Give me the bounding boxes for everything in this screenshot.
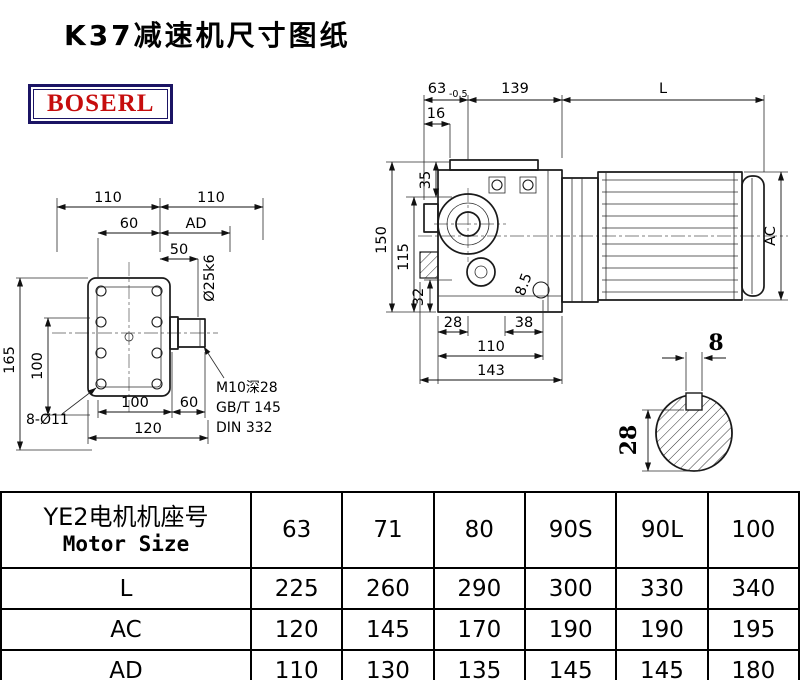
bolt-holes bbox=[95, 285, 163, 390]
value-cell: 195 bbox=[706, 608, 800, 651]
value-cell: 330 bbox=[615, 567, 709, 610]
dim-63-tolerance: -0.5 bbox=[449, 89, 468, 100]
brand-logo: BOSERL bbox=[28, 84, 174, 124]
dim-L: L bbox=[659, 81, 667, 97]
dim-28: 28 bbox=[444, 315, 462, 331]
side-view bbox=[418, 159, 788, 313]
motor-size-table: YE2电机机座号 Motor Size 63 71 80 90S 90L 100… bbox=[0, 491, 800, 680]
size-cell: 80 bbox=[432, 491, 526, 569]
motor-flange bbox=[561, 177, 599, 303]
front-view bbox=[52, 262, 218, 412]
value-cell: 170 bbox=[432, 608, 526, 651]
dim-150: 150 bbox=[374, 226, 390, 254]
row-label-cell: AD bbox=[0, 649, 252, 680]
dim-120: 120 bbox=[134, 421, 162, 437]
page-title: K37减速机尺寸图纸 bbox=[64, 19, 351, 52]
value-cell: 145 bbox=[341, 608, 435, 651]
dim-165: 165 bbox=[2, 346, 18, 374]
value-cell: 135 bbox=[432, 649, 526, 680]
dim-16: 16 bbox=[427, 106, 445, 122]
label-bolt-holes: 8-Ø11 bbox=[26, 412, 69, 428]
dim-32: 32 bbox=[411, 288, 427, 306]
technical-drawing: 110 110 60 AD 50 Ø25k6 165 100 bbox=[2, 81, 788, 472]
dim-143: 143 bbox=[477, 363, 505, 379]
gearbox-body bbox=[437, 169, 563, 313]
dim-8-5: 8.5 bbox=[513, 271, 536, 298]
row-label-cell: AC bbox=[0, 608, 252, 651]
size-cell: 90S bbox=[523, 491, 618, 569]
value-cell: 110 bbox=[249, 649, 344, 680]
shaft-section-hatch bbox=[419, 251, 439, 279]
mounting-hole bbox=[532, 281, 550, 299]
value-cell: 300 bbox=[523, 567, 618, 610]
dim-key-width: 8 bbox=[708, 330, 723, 356]
row-label-cell: L bbox=[0, 567, 252, 610]
table-header-row: YE2电机机座号 Motor Size 63 71 80 90S 90L 100 bbox=[0, 491, 800, 569]
dim-110: 110 bbox=[477, 339, 505, 355]
dim-50: 50 bbox=[170, 242, 188, 258]
value-cell: 190 bbox=[523, 608, 618, 651]
dim-bottom-60: 60 bbox=[180, 395, 198, 411]
dim-115: 115 bbox=[396, 243, 412, 271]
size-cell: 63 bbox=[249, 491, 344, 569]
value-cell: 130 bbox=[341, 649, 435, 680]
front-view-dims: 110 110 60 AD 50 Ø25k6 165 100 bbox=[2, 190, 281, 451]
table-row-AD: AD 110 130 135 145 145 180 bbox=[0, 649, 800, 680]
dim-key-depth: 28 bbox=[616, 425, 642, 456]
value-cell: 290 bbox=[432, 567, 526, 610]
value-cell: 145 bbox=[615, 649, 709, 680]
output-shaft bbox=[169, 316, 206, 350]
value-cell: 145 bbox=[523, 649, 618, 680]
value-cell: 180 bbox=[706, 649, 800, 680]
table-row-AC: AC 120 145 170 190 190 195 bbox=[0, 608, 800, 651]
value-cell: 120 bbox=[249, 608, 344, 651]
size-cell: 100 bbox=[706, 491, 800, 569]
dim-63: 63 bbox=[428, 81, 446, 97]
dim-width-right: 110 bbox=[197, 190, 225, 206]
header-motor-size-zh: YE2电机机座号 bbox=[43, 503, 209, 532]
header-motor-size-en: Motor Size bbox=[62, 532, 190, 557]
motor bbox=[561, 171, 765, 303]
keyway bbox=[685, 392, 703, 411]
motor-fins bbox=[602, 172, 738, 300]
value-cell: 260 bbox=[341, 567, 435, 610]
table-row-L: L 225 260 290 300 330 340 bbox=[0, 567, 800, 610]
dim-width-left: 110 bbox=[94, 190, 122, 206]
value-cell: 340 bbox=[706, 567, 800, 610]
dim-60: 60 bbox=[120, 216, 138, 232]
dim-shaft-dia: Ø25k6 bbox=[202, 254, 218, 302]
dim-35: 35 bbox=[418, 171, 434, 189]
label-thread: M10深28 bbox=[216, 380, 278, 396]
shaft-end-view: 8 28 bbox=[616, 330, 733, 472]
dim-ad: AD bbox=[185, 216, 206, 232]
side-view-dims: 63 -0.5 139 L 16 150 115 35 32 8.5 bbox=[374, 81, 788, 384]
dim-100-left: 100 bbox=[30, 352, 46, 380]
dim-AC: AC bbox=[763, 226, 779, 246]
label-din-standard: DIN 332 bbox=[216, 420, 273, 436]
dim-38: 38 bbox=[515, 315, 533, 331]
size-cell: 71 bbox=[341, 491, 435, 569]
size-cell: 90L bbox=[615, 491, 709, 569]
motor-end-cap bbox=[741, 175, 765, 297]
label-gb-standard: GB/T 145 bbox=[216, 400, 281, 416]
header-motor-size-cell: YE2电机机座号 Motor Size bbox=[0, 491, 252, 569]
value-cell: 225 bbox=[249, 567, 344, 610]
value-cell: 190 bbox=[615, 608, 709, 651]
dim-139: 139 bbox=[501, 81, 529, 97]
dim-bottom-100: 100 bbox=[121, 395, 149, 411]
